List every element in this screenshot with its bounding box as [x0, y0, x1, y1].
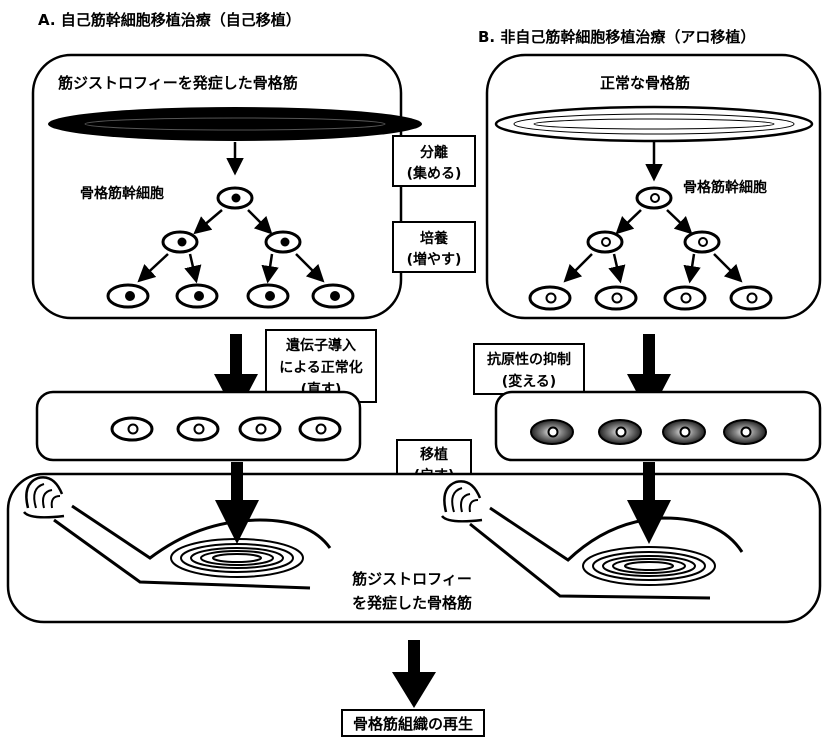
title-a: A. 自己筋幹細胞移植治療（自己移植） [38, 11, 301, 29]
result-box: 骨格筋組織の再生 [342, 710, 484, 736]
step-separate: 分離 (集める) [393, 136, 475, 186]
patient-label-line1: 筋ジストロフィー [351, 570, 472, 588]
normal-muscle-b [496, 107, 812, 141]
panel-b-cell-label: 骨格筋幹細胞 [683, 179, 767, 196]
svg-text:(集める): (集める) [407, 165, 462, 182]
result-label: 骨格筋組織の再生 [353, 715, 473, 733]
big-arrow-result [392, 640, 436, 708]
panel-b-box [487, 55, 820, 318]
svg-text:抗原性の抑制: 抗原性の抑制 [487, 351, 571, 368]
panel-b-muscle-label: 正常な骨格筋 [600, 74, 690, 92]
step-culture: 培養 (増やす) [393, 222, 475, 272]
dystrophic-muscle-a [48, 107, 422, 141]
title-b: B. 非自己筋幹細胞移植治療（アロ移植） [478, 28, 755, 46]
svg-text:による正常化: による正常化 [279, 359, 363, 376]
svg-text:(増やす): (増やす) [407, 251, 462, 268]
svg-text:(変える): (変える) [502, 373, 556, 390]
svg-text:分離: 分離 [420, 144, 448, 161]
svg-text:遺伝子導入: 遺伝子導入 [286, 337, 356, 354]
panel-a-cell-label: 骨格筋幹細胞 [80, 185, 164, 202]
step-antigen-suppression: 抗原性の抑制 (変える) [474, 344, 584, 394]
svg-text:移植: 移植 [420, 446, 448, 463]
panel-a-muscle-label: 筋ジストロフィーを発症した骨格筋 [57, 74, 298, 92]
svg-text:培養: 培養 [420, 230, 448, 247]
patient-label-line2: を発症した骨格筋 [352, 594, 472, 612]
